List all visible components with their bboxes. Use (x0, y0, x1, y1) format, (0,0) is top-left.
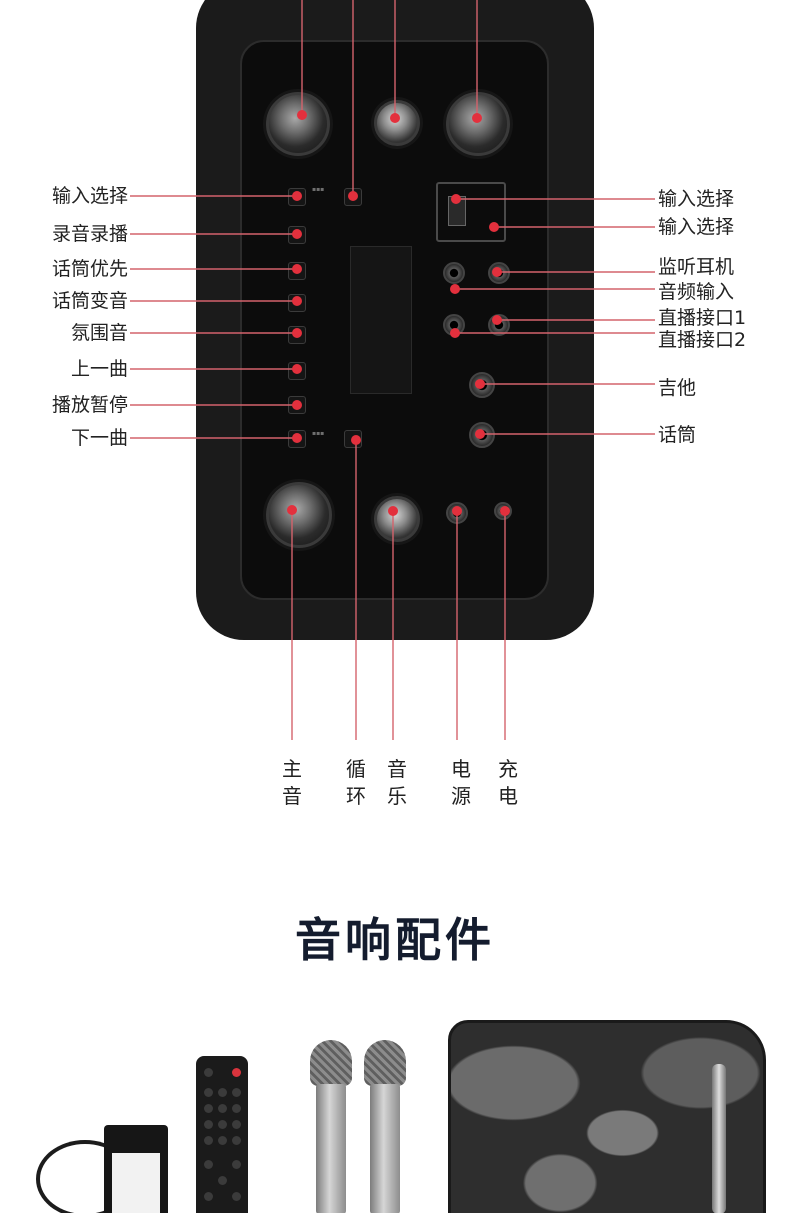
marker-dot (287, 505, 297, 515)
label-right: 音频输入 (658, 281, 735, 303)
marker-dot (500, 506, 510, 516)
jack-mic (469, 422, 495, 448)
speaker-handle (712, 1064, 726, 1213)
label-right: 直播接口1 (658, 307, 747, 329)
label-right: 输入选择 (658, 188, 735, 210)
marker-dot (450, 284, 460, 294)
marker-dot (348, 191, 358, 201)
label-right: 直播接口2 (658, 329, 747, 351)
marker-dot (475, 429, 485, 439)
remote-control-image (196, 1056, 248, 1213)
lcd-display (350, 246, 412, 394)
marker-dot (297, 110, 307, 120)
label-left: 话筒优先 (51, 258, 128, 280)
marker-dot (492, 267, 502, 277)
label-left: 氛围音 (70, 322, 128, 344)
marker-dot (351, 435, 361, 445)
marker-dot (292, 400, 302, 410)
label-left: 播放暂停 (51, 394, 128, 416)
marker-dot (292, 328, 302, 338)
label-left: 话筒变音 (51, 290, 128, 312)
marker-dot (390, 113, 400, 123)
label-bottom-loop: 循环 (346, 757, 366, 808)
marker-dot (472, 113, 482, 123)
marker-dot (292, 364, 302, 374)
label-right: 话筒 (658, 424, 697, 446)
microphone-image-1 (310, 1040, 352, 1213)
marker-dot (292, 229, 302, 239)
marker-dot (475, 379, 485, 389)
marker-dot (292, 296, 302, 306)
music-knob (374, 496, 420, 542)
power-adapter-label (112, 1153, 160, 1213)
label-bottom-power: 电源 (451, 757, 471, 808)
label-left: 录音录播 (51, 223, 128, 245)
marker-dot (492, 315, 502, 325)
top-left-knob (266, 92, 330, 156)
marker-dot (388, 506, 398, 516)
panel-fine-print: ▪▪▪ (312, 430, 325, 437)
marker-dot (292, 433, 302, 443)
marker-dot (450, 328, 460, 338)
panel-fine-print: ▪▪▪ (312, 186, 325, 193)
jack-monitor-headphone (443, 262, 465, 284)
label-bottom-main-volume: 主音量 (282, 757, 302, 812)
marker-dot (292, 191, 302, 201)
label-bottom-charge: 充电 (498, 757, 518, 808)
section-title: 音响配件 (295, 913, 495, 967)
top-middle-knob (374, 100, 420, 146)
speaker-image (448, 1020, 766, 1213)
marker-dot (452, 506, 462, 516)
label-left: 输入选择 (51, 185, 128, 207)
main-volume-knob (266, 482, 332, 548)
label-right: 监听耳机 (658, 256, 735, 278)
marker-dot (451, 194, 461, 204)
label-right: 输入选择 (658, 216, 735, 238)
label-bottom-music: 音乐 (387, 757, 407, 808)
marker-dot (489, 222, 499, 232)
input-switch-frame (436, 182, 506, 242)
label-right: 吉他 (658, 377, 697, 399)
label-left: 下一曲 (70, 427, 128, 449)
microphone-image-2 (364, 1040, 406, 1213)
adapter-cable (36, 1140, 134, 1213)
label-left: 上一曲 (70, 358, 128, 380)
top-right-knob (446, 92, 510, 156)
marker-dot (292, 264, 302, 274)
